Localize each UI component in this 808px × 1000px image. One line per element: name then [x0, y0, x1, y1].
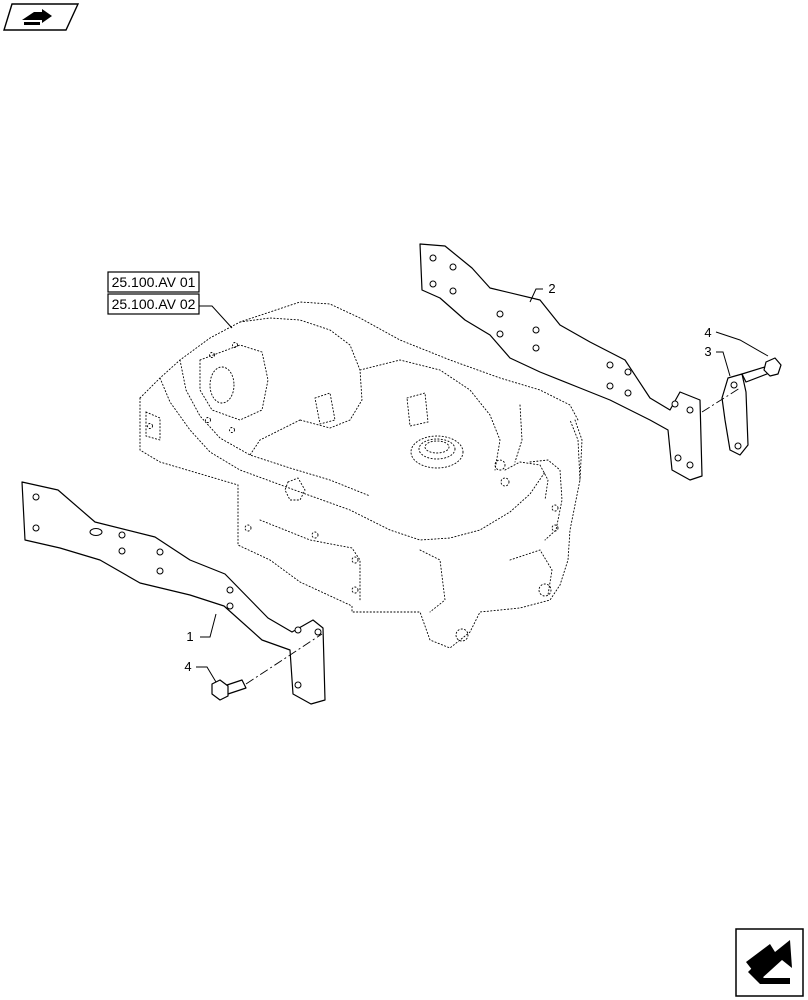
side-bracket-left[interactable] [21, 481, 326, 705]
axis-line-right [701, 387, 741, 413]
back-arrow-icon [22, 9, 52, 25]
leader-4-right [715, 331, 769, 357]
callout-4-left[interactable]: 4 [184, 659, 191, 674]
svg-text:25.100.AV 02: 25.100.AV 02 [112, 296, 196, 312]
clip-bracket[interactable] [721, 373, 749, 456]
callout-4-right[interactable]: 4 [704, 325, 711, 340]
callout-1[interactable]: 1 [186, 629, 193, 644]
leader-2 [529, 288, 543, 303]
callout-2[interactable]: 2 [548, 281, 555, 296]
bolt-left[interactable] [211, 679, 247, 701]
forward-arrow-icon [746, 940, 792, 984]
reference-label-2[interactable]: 25.100.AV 02 [107, 293, 200, 315]
svg-text:25.100.AV 01: 25.100.AV 01 [112, 274, 196, 290]
leader-1 [200, 613, 217, 638]
reference-leader [199, 305, 233, 329]
bolt-right[interactable] [741, 357, 782, 383]
leader-4-left [196, 666, 217, 683]
prev-page-button[interactable] [3, 3, 80, 31]
callout-3[interactable]: 3 [704, 344, 711, 359]
reference-label-1[interactable]: 25.100.AV 01 [107, 271, 200, 293]
leader-3 [716, 351, 731, 377]
next-page-button[interactable] [735, 928, 804, 997]
axis-line-left [245, 633, 323, 685]
front-support-housing [139, 301, 583, 649]
side-bracket-right[interactable] [419, 243, 703, 481]
